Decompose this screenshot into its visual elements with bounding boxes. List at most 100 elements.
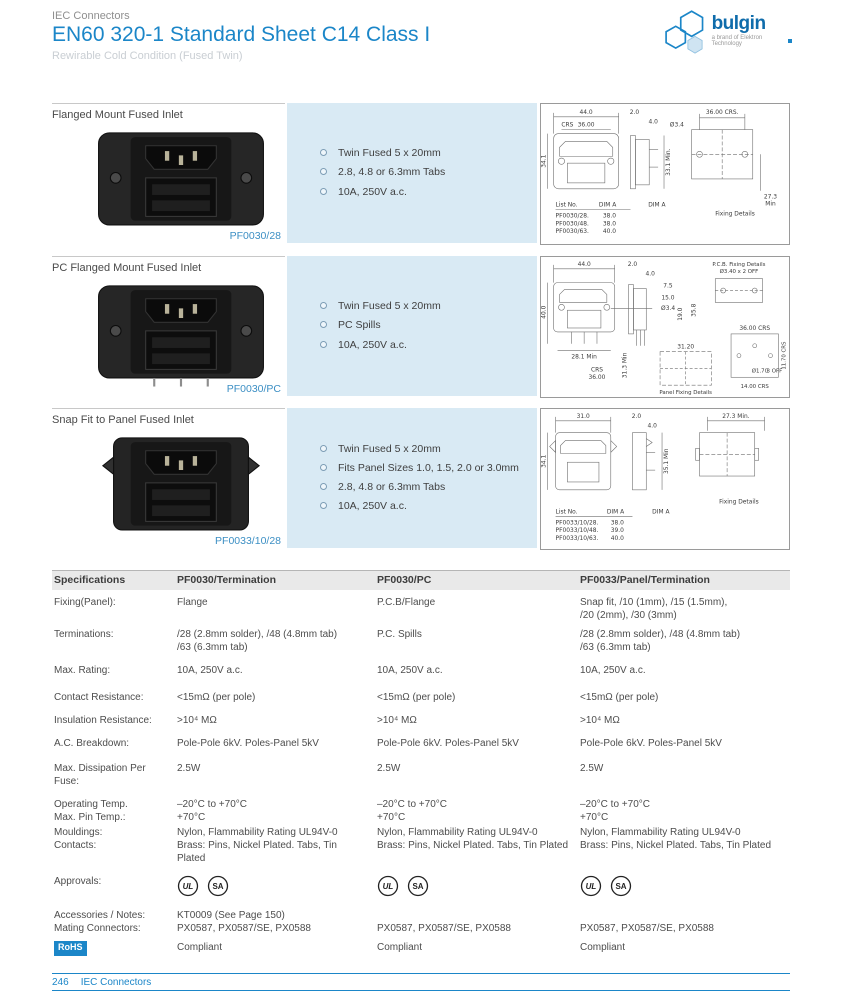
product-title: Flanged Mount Fused Inlet <box>52 109 183 121</box>
spec-header: PF0030/PC <box>377 574 432 586</box>
dim-label: 19.0 <box>678 307 684 320</box>
svg-text:SA: SA <box>212 882 223 891</box>
product-photo <box>98 285 264 387</box>
dim-label: 4.0 <box>647 424 657 430</box>
part-number: PF0030/PC <box>226 383 281 395</box>
list-cell: PF0030/63. <box>556 229 589 235</box>
bullet-icon <box>320 302 327 310</box>
spec-row-max-rating: Max. Rating: 10A, 250V a.c. 10A, 250V a.… <box>52 664 790 677</box>
spec-value: Pole-Pole 6kV. Poles-Panel 5kV <box>377 738 519 749</box>
spec-label: Max. Dissipation Per Fuse: <box>54 763 146 787</box>
dim-label: 27.3 Min. <box>722 414 750 420</box>
page-subtitle: Rewirable Cold Condition (Fused Twin) <box>52 50 243 62</box>
list-cell: 38.0 <box>603 213 616 219</box>
spec-value: Compliant <box>580 942 626 953</box>
product-title: PC Flanged Mount Fused Inlet <box>52 262 202 274</box>
ul-mark-icon: UL <box>580 875 602 897</box>
spec-value: –20°C to +70°C +70°C <box>177 799 247 823</box>
dim-label: 4.0 <box>648 120 658 126</box>
dim-label: CRS <box>561 123 573 129</box>
spec-value: –20°C to +70°C +70°C <box>580 799 650 823</box>
spec-value <box>580 909 792 922</box>
dim-label: 36.00 <box>578 123 595 129</box>
spec-label: Mating Connectors: <box>54 923 141 934</box>
spec-value: Compliant <box>377 942 423 953</box>
list-cell: PF0033/10/28. <box>556 520 599 526</box>
drawing-caption: P.C.B. Fixing Details <box>712 262 765 268</box>
approvals-marks: UL SA <box>377 875 580 897</box>
rohs-badge: RoHS <box>54 941 87 956</box>
spec-value: <15mΩ (per pole) <box>177 692 256 703</box>
technical-drawing-svg: 44.0 2.0 4.0 P.C.B. Fixing Details Ø3.40… <box>542 262 788 396</box>
page-number: 246 <box>52 977 69 988</box>
spec-value: Snap fit, /10 (1mm), /15 (1.5mm), /20 (2… <box>580 597 728 621</box>
spec-row-insulation-resistance: Insulation Resistance: >10⁴ MΩ >10⁴ MΩ >… <box>52 714 790 727</box>
svg-text:SA: SA <box>615 882 626 891</box>
part-number: PF0033/10/28 <box>215 535 281 547</box>
feature-item: 10A, 250V a.c. <box>320 186 523 199</box>
list-header: List No. <box>556 510 578 516</box>
list-cell: PF0030/28. <box>556 213 589 219</box>
footer-label: IEC Connectors <box>80 977 152 988</box>
product-section-flanged: Flanged Mount Fused Inlet PF0030/28 Twin… <box>52 103 790 245</box>
spec-value: Pole-Pole 6kV. Poles-Panel 5kV <box>177 738 319 749</box>
rohs-cell: RoHS <box>54 941 177 956</box>
dim-label: Min <box>765 202 776 208</box>
footer: 246 IEC Connectors <box>52 977 151 988</box>
svg-text:SA: SA <box>412 882 423 891</box>
spec-value: P.C. Spills <box>377 629 422 640</box>
bullet-icon <box>320 340 327 348</box>
spec-label: Contact Resistance: <box>54 692 144 703</box>
dim-label: 4.0 <box>646 272 656 278</box>
dim-label: 31.20 <box>677 345 694 351</box>
spec-value: KT0009 (See Page 150) <box>177 910 285 921</box>
spec-row-operating-temp: Operating Temp. Max. Pin Temp.: –20°C to… <box>52 798 790 824</box>
spec-value: /28 (2.8mm solder), /48 (4.8mm tab) /63 … <box>580 629 741 653</box>
spec-row-ac-breakdown: A.C. Breakdown: Pole-Pole 6kV. Poles-Pan… <box>52 737 790 750</box>
dim-label: 27.3 <box>764 195 777 201</box>
svg-text:UL: UL <box>383 882 394 891</box>
dim-label: Ø3.4 <box>661 305 675 312</box>
feature-item: Twin Fused 5 x 20mm <box>320 147 523 160</box>
drawing-caption: Fixing Details <box>719 500 759 506</box>
spec-row-accessories: Accessories / Notes: KT0009 (See Page 15… <box>52 909 790 922</box>
dim-label: 28.1 Min <box>571 355 597 361</box>
dim-label: 3 OFF <box>767 368 783 374</box>
spec-value <box>377 909 580 922</box>
spec-value: Nylon, Flammability Rating UL94V-0 Brass… <box>377 827 569 851</box>
csa-mark-icon: SA <box>407 875 429 897</box>
dim-label: Ø1.70 <box>752 367 769 374</box>
technical-drawing: 44.0 2.0 4.0 P.C.B. Fixing Details Ø3.40… <box>540 256 790 398</box>
feature-text: 10A, 250V a.c. <box>338 338 407 351</box>
spec-value: Pole-Pole 6kV. Poles-Panel 5kV <box>580 738 722 749</box>
spec-header: PF0033/Panel/Termination <box>580 574 710 586</box>
spec-value: 10A, 250V a.c. <box>177 665 243 676</box>
list-cell: PF0033/10/63. <box>556 536 599 542</box>
bullet-icon <box>320 502 327 510</box>
feature-text: 2.8, 4.8 or 6.3mm Tabs <box>338 166 446 179</box>
dim-label: 36.00 <box>589 375 606 381</box>
brand-tagline-text: a brand of Elektron Technology <box>711 35 763 47</box>
footer-rule-bottom <box>52 990 790 991</box>
spec-label: Terminations: <box>54 629 114 640</box>
spec-row-fixing: Fixing(Panel): Flange P.C.B/Flange Snap … <box>52 596 790 622</box>
brand-logo: bulgin a brand of Elektron Technology <box>664 6 792 60</box>
list-cell: 38.0 <box>603 221 616 227</box>
svg-text:UL: UL <box>183 882 194 891</box>
spec-row-contact-resistance: Contact Resistance: <15mΩ (per pole) <15… <box>52 691 790 704</box>
spec-label: Fixing(Panel): <box>54 597 116 608</box>
dim-label: 34.1 <box>542 154 548 167</box>
dimension-labels: 44.0 36.00 CRS 2.0 4.0 Ø3.4 34.1 33.1 Mi… <box>542 110 778 235</box>
spec-row-mouldings-contacts: Mouldings: Contacts: Nylon, Flammability… <box>52 826 790 865</box>
spec-label: Insulation Resistance: <box>54 715 152 726</box>
brand-square-icon <box>788 39 792 43</box>
list-cell: 38.0 <box>611 520 624 526</box>
product-section-pc-flanged: PC Flanged Mount Fused Inlet PF0030/PC <box>52 256 790 398</box>
dim-label: 2.0 <box>628 262 638 268</box>
product-left-column: PC Flanged Mount Fused Inlet PF0030/PC <box>52 256 285 398</box>
spec-value: >10⁴ MΩ <box>580 715 620 726</box>
feature-text: PC Spills <box>338 319 381 332</box>
dim-label: CRS <box>591 367 603 373</box>
spec-label: Approvals: <box>54 876 102 887</box>
product-section-snap-fit: Snap Fit to Panel Fused Inlet PF0033/10/… <box>52 408 790 550</box>
